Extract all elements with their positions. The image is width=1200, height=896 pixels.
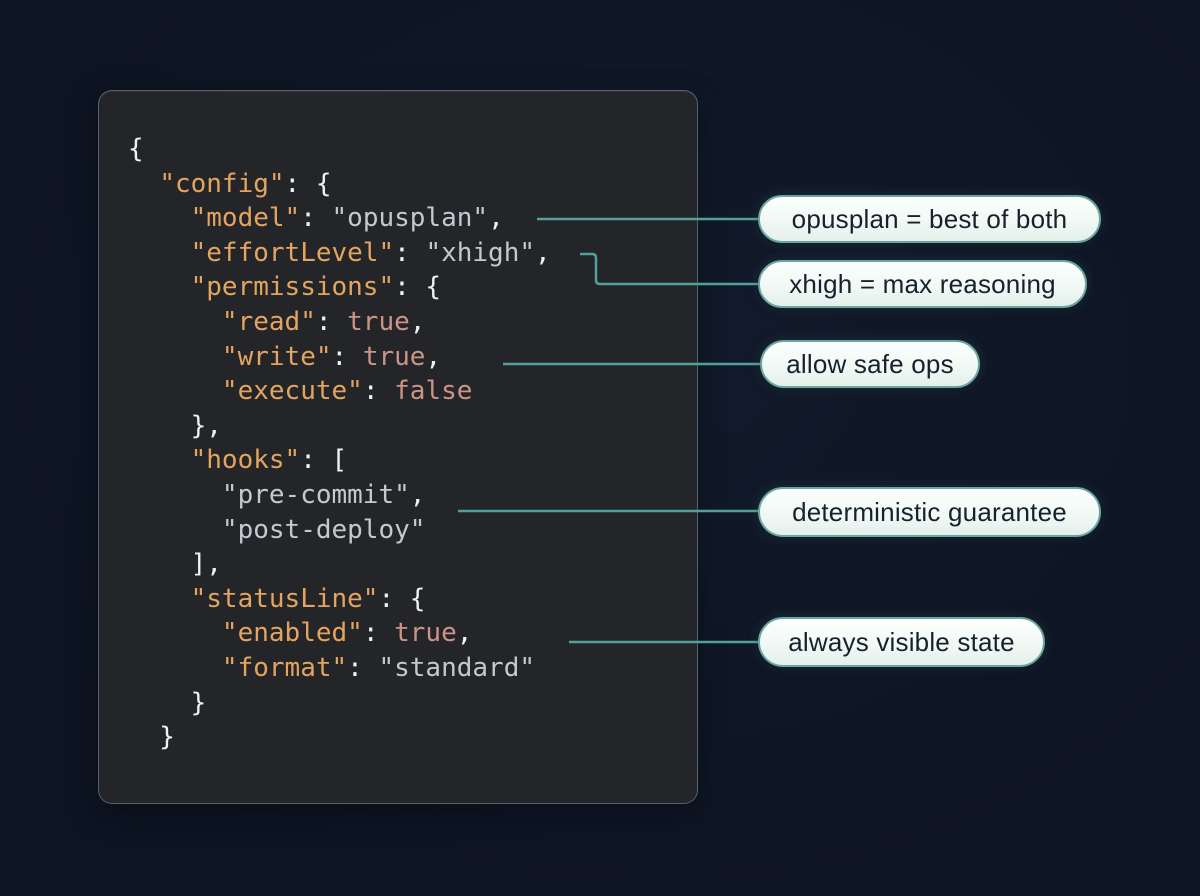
callout-safe-ops-label: allow safe ops	[786, 348, 954, 379]
callout-xhigh: xhigh = max reasoning	[758, 260, 1087, 308]
callout-safe-ops: allow safe ops	[760, 340, 980, 388]
callout-status-visible-label: always visible state	[788, 626, 1015, 657]
callout-status-visible: always visible state	[758, 617, 1045, 667]
code-panel: { "config": { "model": "opusplan", "effo…	[98, 90, 698, 804]
callout-deterministic: deterministic guarantee	[758, 487, 1101, 537]
callout-xhigh-label: xhigh = max reasoning	[789, 268, 1056, 299]
callout-deterministic-label: deterministic guarantee	[792, 496, 1067, 527]
callout-opusplan-label: opusplan = best of both	[791, 203, 1068, 234]
json-config-code: { "config": { "model": "opusplan", "effo…	[128, 134, 551, 753]
callout-opusplan: opusplan = best of both	[758, 195, 1101, 243]
